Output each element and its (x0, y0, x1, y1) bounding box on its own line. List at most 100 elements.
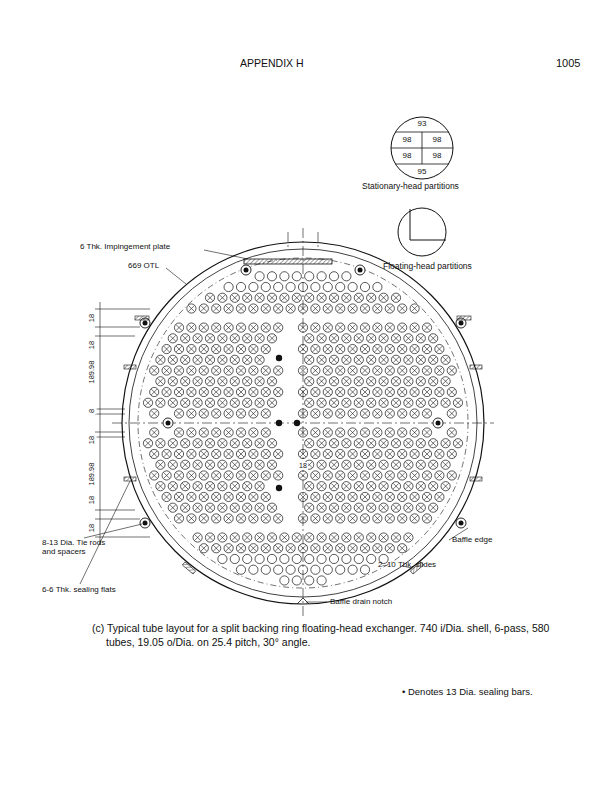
tube (329, 554, 338, 563)
tube (354, 503, 363, 512)
tube (267, 439, 276, 448)
tube (323, 544, 332, 553)
tube (193, 503, 202, 512)
tube (236, 323, 245, 332)
tube (267, 533, 276, 542)
tube (168, 355, 177, 364)
tube (360, 514, 369, 523)
tube (261, 387, 270, 396)
tube (199, 514, 208, 523)
pass-tube-count: 95 (418, 168, 427, 176)
tube (298, 565, 307, 574)
tube (261, 565, 270, 574)
tube (193, 460, 202, 469)
tube (447, 387, 456, 396)
tube (348, 492, 357, 501)
tube (367, 503, 376, 512)
tube (193, 398, 202, 407)
part-label: 2–10 Thk. slides (378, 560, 436, 569)
tube (205, 398, 214, 407)
part-label: 6 Thk. Impingement plate (80, 242, 170, 251)
tube (323, 366, 332, 375)
tube (429, 355, 438, 364)
tube (243, 503, 252, 512)
tube (205, 503, 214, 512)
tube (354, 398, 363, 407)
sealing-bar (276, 485, 282, 491)
tube (236, 366, 245, 375)
tube (410, 514, 419, 523)
tube (243, 334, 252, 343)
tube (385, 492, 394, 501)
impingement-plate (244, 259, 332, 264)
tube (261, 449, 270, 458)
tube (410, 471, 419, 480)
tube (274, 387, 283, 396)
tube (435, 387, 444, 396)
tube (205, 439, 214, 448)
sealing-bar (276, 355, 282, 361)
tube (181, 482, 190, 491)
tube (305, 533, 314, 542)
tube (205, 293, 214, 302)
tube (255, 503, 264, 512)
pass-tube-count: 98 (433, 136, 442, 144)
tube (298, 544, 307, 553)
tube (224, 366, 233, 375)
tube (199, 387, 208, 396)
tube (205, 460, 214, 469)
tube (249, 471, 258, 480)
tube (385, 366, 394, 375)
tube (255, 460, 264, 469)
tube (199, 449, 208, 458)
tube (354, 439, 363, 448)
tube (311, 366, 320, 375)
tube (143, 398, 152, 407)
tube (286, 282, 295, 291)
dimension: 18 (298, 462, 308, 470)
tube (429, 334, 438, 343)
tube (255, 355, 264, 364)
tube (360, 449, 369, 458)
tube (224, 304, 233, 313)
part-label: 6-6 Thk. sealing flats (42, 585, 116, 594)
tube (218, 377, 227, 386)
tube (212, 304, 221, 313)
sealing-bar (294, 420, 300, 426)
tube (212, 409, 221, 418)
tube (367, 377, 376, 386)
tube (348, 387, 357, 396)
tube (218, 503, 227, 512)
tube (317, 533, 326, 542)
tube (255, 293, 264, 302)
tube (261, 282, 270, 291)
tube (292, 576, 301, 585)
tie-rod (140, 518, 150, 528)
tube (267, 398, 276, 407)
tube (243, 533, 252, 542)
tube (168, 482, 177, 491)
tube (348, 565, 357, 574)
tube (410, 366, 419, 375)
tube (236, 428, 245, 437)
tube (342, 398, 351, 407)
tube (323, 282, 332, 291)
tube (360, 471, 369, 480)
tube (243, 355, 252, 364)
tube (373, 282, 382, 291)
dimension: 189.98 (88, 360, 97, 385)
tube (398, 344, 407, 353)
tube (230, 533, 239, 542)
tube (292, 533, 301, 542)
tube (212, 387, 221, 396)
tube (453, 398, 462, 407)
tube (429, 377, 438, 386)
tube (298, 409, 307, 418)
tube (311, 344, 320, 353)
tube (181, 334, 190, 343)
tube (243, 377, 252, 386)
tube (348, 471, 357, 480)
tube (391, 503, 400, 512)
tube (329, 503, 338, 512)
tube (422, 449, 431, 458)
